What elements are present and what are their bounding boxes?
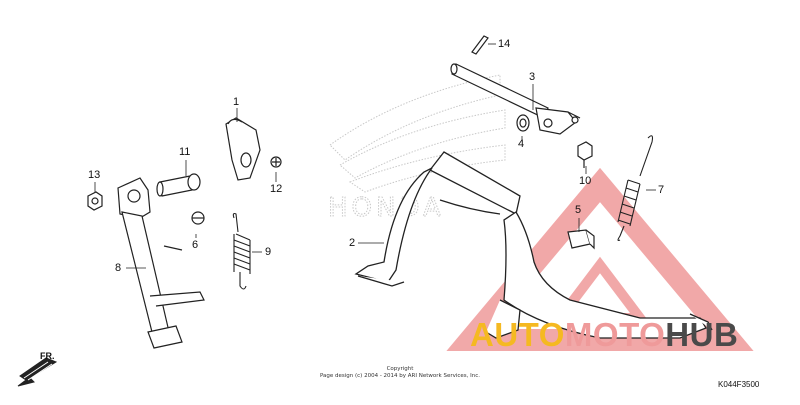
callout-8: 8 [115, 262, 122, 274]
honda-wing-logo: HONDA [328, 74, 506, 224]
part-2-main-stand [354, 151, 713, 339]
front-direction-arrow [17, 357, 58, 387]
part-6-bolt [191, 211, 205, 225]
part-11-bolt [156, 173, 201, 197]
direction-label: FR. [40, 351, 55, 361]
callout-11: 11 [179, 146, 191, 158]
callout-4: 4 [518, 138, 525, 150]
part-8-side-stand [117, 177, 205, 349]
part-3-pivot-shaft [450, 63, 581, 135]
part-1-bracket [225, 117, 261, 181]
part-4-collar [516, 114, 530, 132]
callout-10: 10 [579, 175, 592, 187]
part-13-nut [87, 191, 103, 211]
callout-5: 5 [575, 204, 582, 216]
watermark-word-auto: AUTO [470, 316, 565, 353]
callout-7: 7 [658, 184, 665, 196]
part-12-bolt [270, 156, 282, 168]
callout-3: 3 [529, 71, 536, 83]
callout-12: 12 [270, 183, 283, 195]
callout-13: 13 [88, 169, 101, 181]
part-10-bolt [577, 141, 593, 168]
part-9-spring [232, 212, 251, 290]
callout-1: 1 [233, 96, 240, 108]
part-5-stopper [567, 229, 595, 250]
callout-6: 6 [192, 239, 199, 251]
leader-lines [94, 43, 656, 269]
watermark-word-hub: HUB [665, 316, 739, 353]
copyright-line-2: Page design (c) 2004 - 2014 by ARI Netwo… [319, 373, 481, 379]
watermark-word-moto: MOTO [564, 316, 666, 353]
honda-logo-text: HONDA [328, 193, 445, 223]
callout-9: 9 [265, 246, 272, 258]
part-14-pin [471, 35, 489, 55]
callout-14: 14 [498, 38, 511, 50]
callout-2: 2 [349, 237, 356, 249]
copyright-line-1: Copyright [386, 366, 414, 372]
part-7-spring [617, 135, 654, 242]
diagram-code: K044F3500 [718, 380, 760, 389]
watermark-logo-text: AUTOMOTOHUB [470, 318, 738, 351]
